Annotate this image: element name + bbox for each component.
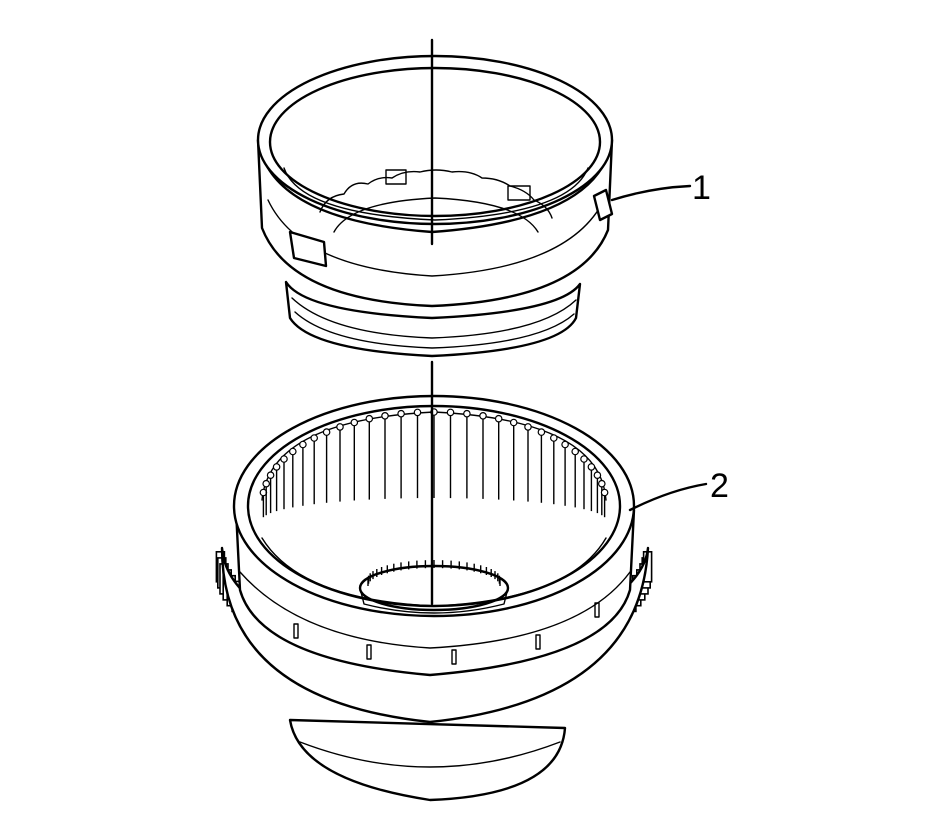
spline-rivet bbox=[350, 418, 359, 427]
ring-neck-groove-2 bbox=[294, 311, 575, 349]
spline-rivet bbox=[381, 411, 389, 420]
housing-slots bbox=[293, 602, 600, 665]
housing-rim-outer bbox=[232, 394, 636, 618]
ring-inner-slot-2 bbox=[507, 185, 531, 201]
spline-rivet bbox=[365, 414, 374, 423]
spline-rivet bbox=[272, 463, 281, 471]
ring-lower-neck bbox=[284, 280, 582, 358]
spline-rivet bbox=[549, 434, 558, 442]
upper-ring-piece-icon bbox=[256, 54, 614, 358]
spline-rivet bbox=[446, 408, 455, 417]
callout-2-label: 2 bbox=[710, 467, 729, 505]
spline-rivet bbox=[288, 447, 297, 456]
ring-tab-left bbox=[288, 230, 328, 268]
toothed-gear-housing-icon bbox=[215, 394, 653, 802]
housing-inner-floor bbox=[261, 537, 607, 607]
spline-rivet bbox=[580, 455, 588, 463]
ring-inner-ledge bbox=[283, 167, 589, 221]
spline-rivet bbox=[509, 418, 518, 427]
spline-rivet bbox=[537, 428, 546, 436]
spline-rivet bbox=[600, 488, 609, 497]
center-hub-wall bbox=[359, 587, 509, 614]
spline-rivet bbox=[593, 471, 602, 480]
spline-rivet bbox=[262, 479, 271, 488]
housing-band-line bbox=[239, 571, 631, 649]
spline-rivet bbox=[587, 463, 596, 471]
spline-rivet bbox=[336, 423, 344, 431]
ring-inner-bore bbox=[333, 197, 539, 233]
spline-rivet bbox=[299, 440, 307, 449]
spline-rivet bbox=[413, 408, 422, 417]
spline-rivet bbox=[310, 434, 319, 442]
housing-bottom-skirt-line bbox=[299, 741, 561, 768]
ring-inner-lugs bbox=[319, 169, 553, 219]
spline-rivet bbox=[571, 447, 580, 456]
ring-inner-slot-1 bbox=[385, 169, 407, 185]
spline-rivet bbox=[463, 409, 471, 418]
center-hub-teeth bbox=[367, 560, 501, 586]
ring-rim-inner bbox=[268, 66, 602, 218]
ring-neck-groove-1 bbox=[291, 297, 577, 339]
callout-1: 1 bbox=[610, 169, 711, 207]
spline-rivet bbox=[597, 479, 606, 488]
callout-1-leader bbox=[610, 184, 692, 202]
ring-rim-outer bbox=[256, 54, 614, 226]
callout-2: 2 bbox=[628, 467, 729, 512]
spline-rivet bbox=[561, 440, 569, 449]
spline-rivet bbox=[494, 414, 503, 423]
housing-inner-splines bbox=[259, 408, 609, 518]
housing-bottom-skirt bbox=[288, 718, 567, 802]
ring-tab-right bbox=[592, 188, 614, 222]
callout-2-leader bbox=[628, 482, 708, 512]
spline-rivet bbox=[280, 455, 288, 463]
spline-rivet bbox=[266, 471, 275, 480]
spline-rivet bbox=[524, 423, 532, 431]
callout-1-label: 1 bbox=[692, 169, 711, 207]
spline-rivet bbox=[397, 409, 405, 418]
spline-rivet bbox=[479, 411, 487, 420]
spline-rivet bbox=[322, 428, 331, 436]
